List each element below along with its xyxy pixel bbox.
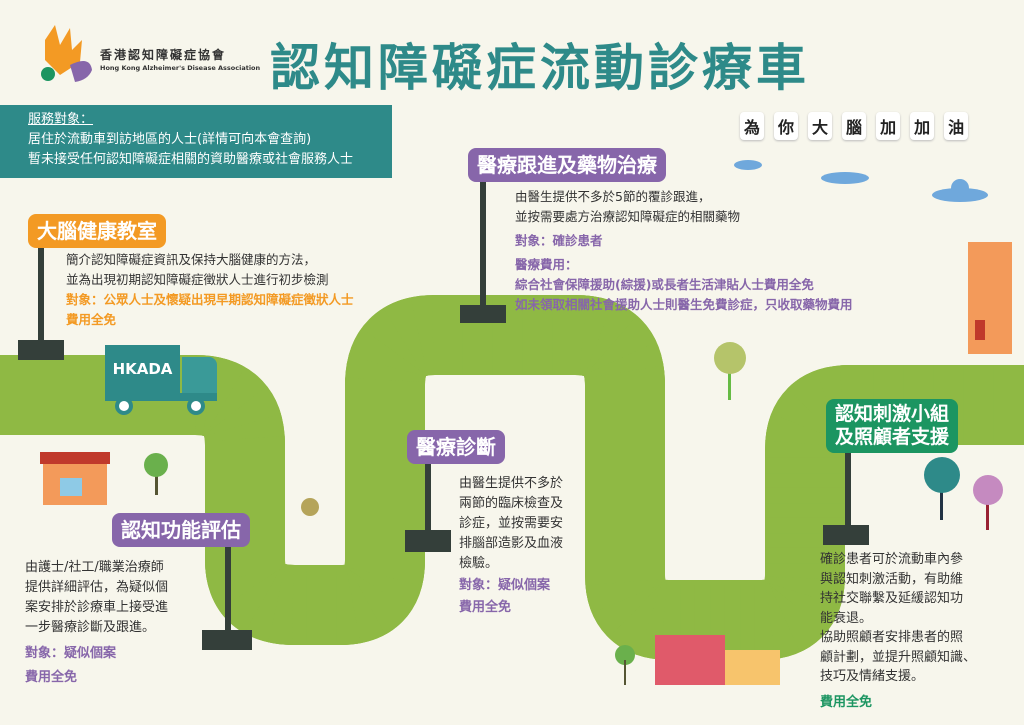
sign-posts <box>18 180 869 650</box>
fee-line: 綜合社會保障援助(綜援)或長者生活津貼人士費用全免 <box>515 277 814 292</box>
page-title: 認知障礙症流動診療車 <box>270 39 810 97</box>
service-target-line: 居住於流動車到訪地區的人士(詳情可向本會查詢) <box>28 132 312 147</box>
slogan-char: 大 <box>808 112 833 140</box>
slogan-char: 為 <box>740 112 765 140</box>
building-icon <box>968 242 1012 354</box>
logo-icon <box>41 25 92 82</box>
house-icon <box>40 452 110 505</box>
sign-cognitive-assessment: 認知功能評估 <box>112 513 250 547</box>
sign-medical-diagnosis: 醫療診斷 <box>407 430 505 464</box>
slogan-char: 油 <box>944 112 969 140</box>
sign-cognitive-stimulation: 認知刺激小組 及照顧者支援 <box>826 399 959 453</box>
followup-info: 由醫生提供不多於5節的覆診跟進， 並按需要處方治療認知障礙症的相關藥物 對象：確… <box>515 187 853 315</box>
desc-line: 協助照顧者安排患者的照 <box>820 630 964 645</box>
fee-line: 如未領取相關社會援助人士則醫生免費診症，只收取藥物費用 <box>515 297 853 312</box>
slogan-char: 你 <box>774 112 799 140</box>
fee-text: 費用全免 <box>66 312 117 327</box>
cloud-icons <box>734 160 988 202</box>
slogan-char: 加 <box>910 112 935 140</box>
desc-line: 一步醫療診斷及跟進。 <box>25 620 156 635</box>
desc-line: 由醫生提供不多於5節的覆診跟進， <box>515 189 711 204</box>
brain-class-info: 簡介認知障礙症資訊及保持大腦健康的方法， 並為出現初期認知障礙症徵狀人士進行初步… <box>66 250 354 330</box>
desc-line: 簡介認知障礙症資訊及保持大腦健康的方法， <box>66 252 317 267</box>
desc-line: 提供詳細評估，為疑似個 <box>25 580 169 595</box>
fee-text: 費用全免 <box>459 600 512 615</box>
sign-followup-medication: 醫療跟進及藥物治療 <box>468 148 666 182</box>
service-target-heading: 服務對象： <box>28 112 94 127</box>
desc-line: 由醫生提供不多於 <box>459 476 564 491</box>
service-target-line: 暫未接受任何認知障礙症相關的資助醫療或社會服務人士 <box>28 152 354 167</box>
desc-line: 技巧及情緒支援。 <box>820 669 925 684</box>
desc-line: 兩節的臨床檢查及 <box>459 496 564 511</box>
sign-line: 認知刺激小組 <box>835 403 950 425</box>
assessment-info: 由護士/社工/職業治療師 提供詳細評估，為疑似個 案安排於診療車上接受進 一步醫… <box>25 558 168 688</box>
desc-line: 能衰退。 <box>820 610 873 626</box>
sign-brain-health-class: 大腦健康教室 <box>28 214 166 248</box>
truck-label: HKADA <box>105 345 180 393</box>
desc-line: 排腦部造影及血液 <box>459 536 564 551</box>
truck-icon: HKADA <box>105 345 217 415</box>
desc-line: 並按需要處方治療認知障礙症的相關藥物 <box>515 209 741 224</box>
desc-line: 案安排於診療車上接受進 <box>25 600 169 615</box>
desc-line: 顧計劃，並提升照顧知識、 <box>820 649 977 665</box>
desc-line: 持社交聯繫及延緩認知功 <box>820 591 964 606</box>
org-name-en: Hong Kong Alzheimer's Disease Associatio… <box>100 64 261 72</box>
target-text: 對象：確診患者 <box>515 233 603 248</box>
fee-text: 費用全免 <box>820 694 873 710</box>
desc-line: 由護士/社工/職業治療師 <box>25 560 164 575</box>
tree-icons <box>144 342 1003 685</box>
target-text: 對象：疑似個案 <box>25 646 117 661</box>
desc-line: 檢驗。 <box>459 556 499 571</box>
target-text: 對象：公眾人士及懷疑出現早期認知障礙症徵狀人士 <box>66 292 354 307</box>
houses-bottom-icon <box>655 635 780 685</box>
desc-line: 與認知刺激活動，有助維 <box>820 571 964 587</box>
slogan: 為你大腦加加油 <box>740 112 969 140</box>
stimulation-info: 確診患者可於流動車內參 與認知刺激活動，有助維 持社交聯繫及延緩認知功 能衰退。… <box>820 550 976 712</box>
slogan-char: 加 <box>876 112 901 140</box>
diagnosis-info: 由醫生提供不多於 兩節的臨床檢查及 診症，並按需要安 排腦部造影及血液 檢驗。 … <box>459 474 563 618</box>
fee-heading: 醫療費用： <box>515 257 578 272</box>
desc-line: 並為出現初期認知障礙症徵狀人士進行初步檢測 <box>66 272 329 287</box>
service-target-box: 服務對象： 居住於流動車到訪地區的人士(詳情可向本會查詢) 暫未接受任何認知障礙… <box>0 105 392 178</box>
org-name-cn: 香港認知障礙症協會 <box>100 48 227 62</box>
desc-line: 確診患者可於流動車內參 <box>820 552 964 567</box>
sign-line: 及照顧者支援 <box>835 426 950 448</box>
target-text: 對象：疑似個案 <box>459 578 551 593</box>
desc-line: 診症，並按需要安 <box>459 516 564 531</box>
slogan-char: 腦 <box>842 112 867 140</box>
fee-text: 費用全免 <box>25 670 78 685</box>
